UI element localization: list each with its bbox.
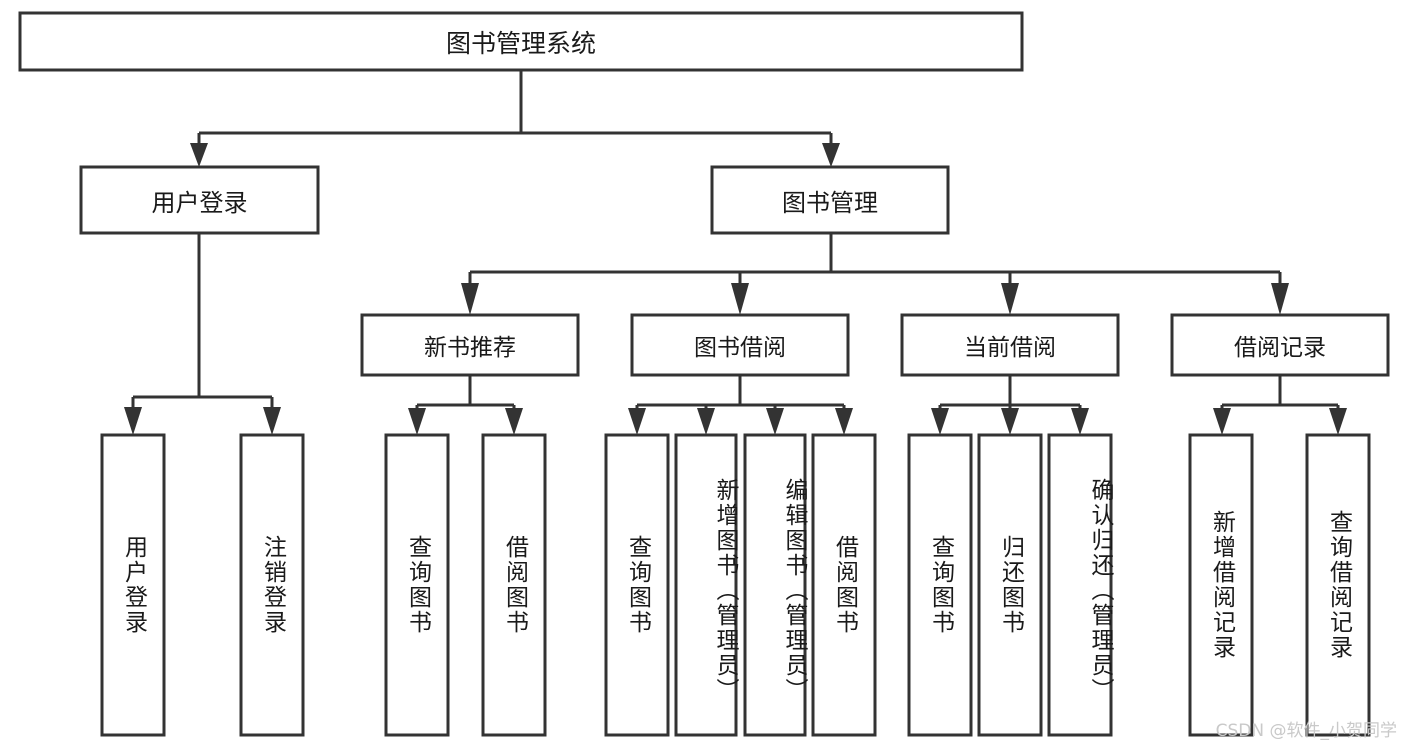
node-leaf-query-book-1-box[interactable]: [384, 433, 450, 737]
arrow-head-leaf-query-book-2: [628, 408, 646, 435]
arrow-head-leaf-edit-book: [766, 408, 784, 435]
node-current-borrow-box[interactable]: [900, 313, 1120, 377]
node-leaf-query-book-2-box[interactable]: [604, 433, 670, 737]
node-book-borrow-box[interactable]: [630, 313, 850, 377]
node-user-login-box[interactable]: [79, 165, 320, 235]
arrow-head-new-book-recommend: [461, 283, 479, 315]
arrow-head-book-manage: [822, 143, 840, 167]
arrow-head-book-borrow: [731, 283, 749, 315]
arrow-head-user-login: [190, 143, 208, 167]
node-leaf-add-book-box[interactable]: [674, 433, 738, 737]
arrow-head-leaf-add-borrow-record: [1213, 408, 1231, 435]
arrow-head-leaf-query-borrow-record: [1329, 408, 1347, 435]
arrow-head-leaf-query-book-1: [408, 408, 426, 435]
arrow-head-leaf-return-book: [1001, 408, 1019, 435]
arrow-head-leaf-query-book-3: [931, 408, 949, 435]
node-new-book-recommend-box[interactable]: [360, 313, 580, 377]
node-leaf-edit-book-box[interactable]: [743, 433, 807, 737]
node-borrow-record-box[interactable]: [1170, 313, 1390, 377]
node-leaf-return-book-box[interactable]: [977, 433, 1043, 737]
arrow-head-leaf-logout-login: [263, 407, 281, 435]
arrow-head-leaf-borrow-book-1: [505, 408, 523, 435]
node-leaf-logout-login-box[interactable]: [239, 433, 305, 737]
node-leaf-query-book-3-box[interactable]: [907, 433, 973, 737]
arrow-head-leaf-user-login: [124, 407, 142, 435]
arrow-head-current-borrow: [1001, 283, 1019, 315]
node-leaf-confirm-return-box[interactable]: [1047, 433, 1113, 737]
node-book-manage-box[interactable]: [710, 165, 950, 235]
node-leaf-borrow-book-1-box[interactable]: [481, 433, 547, 737]
arrow-head-leaf-borrow-book-2: [835, 408, 853, 435]
arrow-head-leaf-add-book: [697, 408, 715, 435]
node-leaf-query-borrow-record-box[interactable]: [1305, 433, 1371, 737]
node-leaf-borrow-book-2-box[interactable]: [811, 433, 877, 737]
node-leaf-user-login-box[interactable]: [100, 433, 166, 737]
node-root-box[interactable]: [18, 11, 1024, 72]
arrow-head-borrow-record: [1271, 283, 1289, 315]
node-leaf-add-borrow-record-box[interactable]: [1188, 433, 1254, 737]
arrow-head-leaf-confirm-return: [1071, 408, 1089, 435]
